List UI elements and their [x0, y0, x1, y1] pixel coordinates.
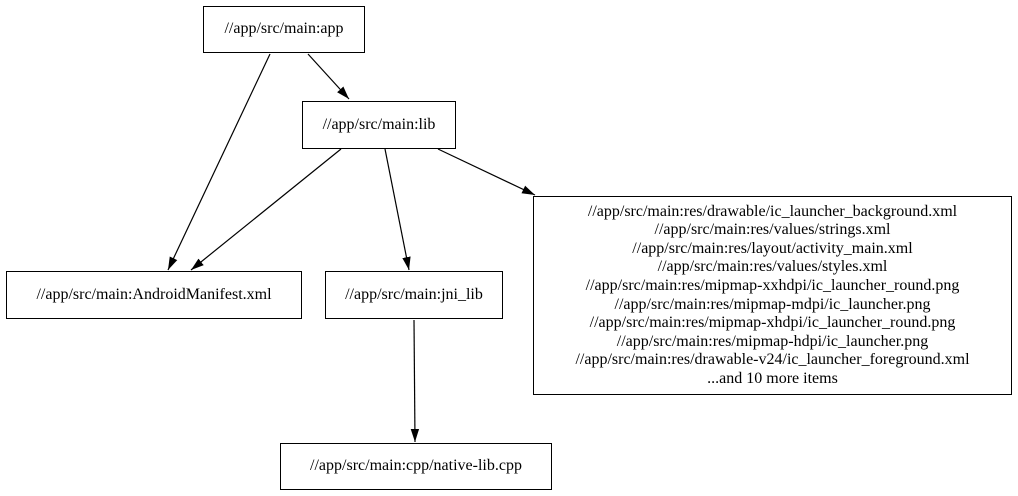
edge-lib-to-resources	[437, 148, 536, 196]
node-resources-line: //app/src/main:res/mipmap-mdpi/ic_launch…	[614, 295, 931, 313]
node-resources-line: //app/src/main:res/drawable/ic_launcher_…	[587, 202, 958, 220]
edge-app-to-lib	[307, 53, 350, 100]
edge-lib-to-jni-lib	[384, 148, 411, 271]
node-resources-line: //app/src/main:res/mipmap-xhdpi/ic_launc…	[589, 314, 956, 332]
node-android-manifest-label: //app/src/main:AndroidManifest.xml	[36, 285, 272, 303]
node-app: //app/src/main:app	[203, 6, 365, 53]
node-resources-line: //app/src/main:res/mipmap-xxhdpi/ic_laun…	[585, 276, 960, 294]
edge-jni-lib-to-native-lib	[410, 319, 420, 443]
edge-app-to-android-manifest	[167, 53, 271, 271]
node-app-label: //app/src/main:app	[224, 20, 344, 38]
node-jni-lib-label: //app/src/main:jni_lib	[345, 285, 483, 303]
node-resources: //app/src/main:res/drawable/ic_launcher_…	[533, 196, 1012, 395]
node-jni-lib: //app/src/main:jni_lib	[325, 271, 503, 319]
node-resources-line: //app/src/main:res/values/strings.xml	[654, 221, 891, 239]
node-resources-line: ...and 10 more items	[707, 369, 838, 387]
edge-lib-to-android-manifest	[190, 148, 342, 271]
node-native-lib-label: //app/src/main:cpp/native-lib.cpp	[310, 457, 522, 475]
node-resources-line: //app/src/main:res/mipmap-hdpi/ic_launch…	[616, 332, 929, 350]
node-resources-line: //app/src/main:res/values/styles.xml	[657, 258, 888, 276]
node-lib-label: //app/src/main:lib	[322, 115, 436, 133]
node-lib: //app/src/main:lib	[302, 101, 456, 149]
node-android-manifest: //app/src/main:AndroidManifest.xml	[6, 271, 302, 319]
node-resources-line: //app/src/main:res/layout/activity_main.…	[632, 239, 913, 257]
node-resources-line: //app/src/main:res/drawable-v24/ic_launc…	[575, 351, 970, 369]
node-native-lib: //app/src/main:cpp/native-lib.cpp	[280, 443, 552, 490]
